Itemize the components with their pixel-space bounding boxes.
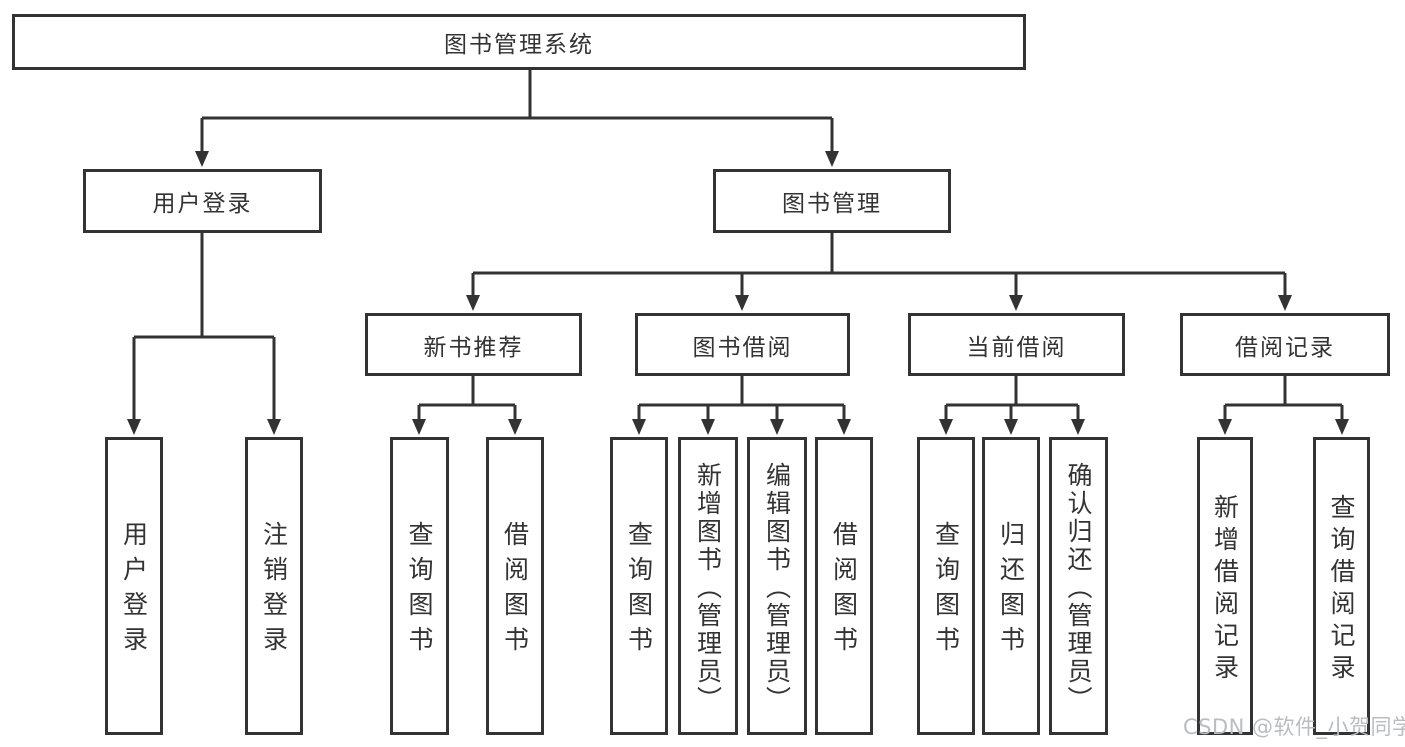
leaf-query-books-recommend: 查询图书 <box>390 437 449 735</box>
connector-root-to-level2 <box>195 70 839 167</box>
leaf-label: 查询图书 <box>405 521 434 661</box>
leaf-label: 用户登录 <box>119 521 149 661</box>
leaf-label: 确认归还（管理员） <box>1064 461 1093 714</box>
node-borrow-records: 借阅记录 <box>1180 313 1390 376</box>
leaf-query-books-borrowing: 查询图书 <box>610 437 668 735</box>
connector-current-borrowing-branch <box>939 376 1085 435</box>
leaf-label: 新增借阅记录 <box>1210 493 1240 686</box>
leaf-borrow-books-borrowing: 借阅图书 <box>815 437 873 735</box>
leaf-return-book: 归还图书 <box>982 437 1040 735</box>
leaf-label: 查询图书 <box>931 521 961 661</box>
leaf-add-book-admin: 新增图书（管理员） <box>678 437 738 735</box>
leaf-query-borrow-record: 查询借阅记录 <box>1313 437 1370 735</box>
leaf-edit-book-admin: 编辑图书（管理员） <box>747 437 807 735</box>
leaf-query-books-current: 查询图书 <box>917 437 975 735</box>
leaf-confirm-return-admin: 确认归还（管理员） <box>1049 437 1108 735</box>
watermark: CSDN @软件_小贺同学 <box>1183 715 1405 739</box>
connector-book-borrowing-branch <box>632 376 851 435</box>
leaf-label: 查询借阅记录 <box>1327 493 1356 686</box>
leaf-label: 新增图书（管理员） <box>693 461 723 714</box>
leaf-label: 查询图书 <box>624 521 654 661</box>
node-root: 图书管理系统 <box>12 14 1026 70</box>
leaf-label: 归还图书 <box>996 521 1026 661</box>
leaf-label: 借阅图书 <box>829 521 859 661</box>
connector-user-login-branch <box>127 233 281 435</box>
connector-new-book-recommend-branch <box>412 376 522 435</box>
node-user-login: 用户登录 <box>83 169 322 233</box>
leaf-label: 借阅图书 <box>500 521 530 661</box>
connector-borrow-records-branch <box>1218 376 1349 435</box>
leaf-add-borrow-record: 新增借阅记录 <box>1197 437 1253 735</box>
leaf-label: 注销登录 <box>259 521 289 661</box>
leaf-borrow-books-recommend: 借阅图书 <box>486 437 544 735</box>
node-new-book-recommend: 新书推荐 <box>365 313 582 376</box>
node-current-borrowing: 当前借阅 <box>908 313 1125 376</box>
leaf-label: 编辑图书（管理员） <box>762 461 792 714</box>
node-book-management: 图书管理 <box>713 169 951 233</box>
connector-book-management-branch <box>466 233 1292 311</box>
leaf-user-login-action: 用户登录 <box>105 437 163 735</box>
node-book-borrowing: 图书借阅 <box>635 313 850 376</box>
leaf-logout: 注销登录 <box>245 437 303 735</box>
